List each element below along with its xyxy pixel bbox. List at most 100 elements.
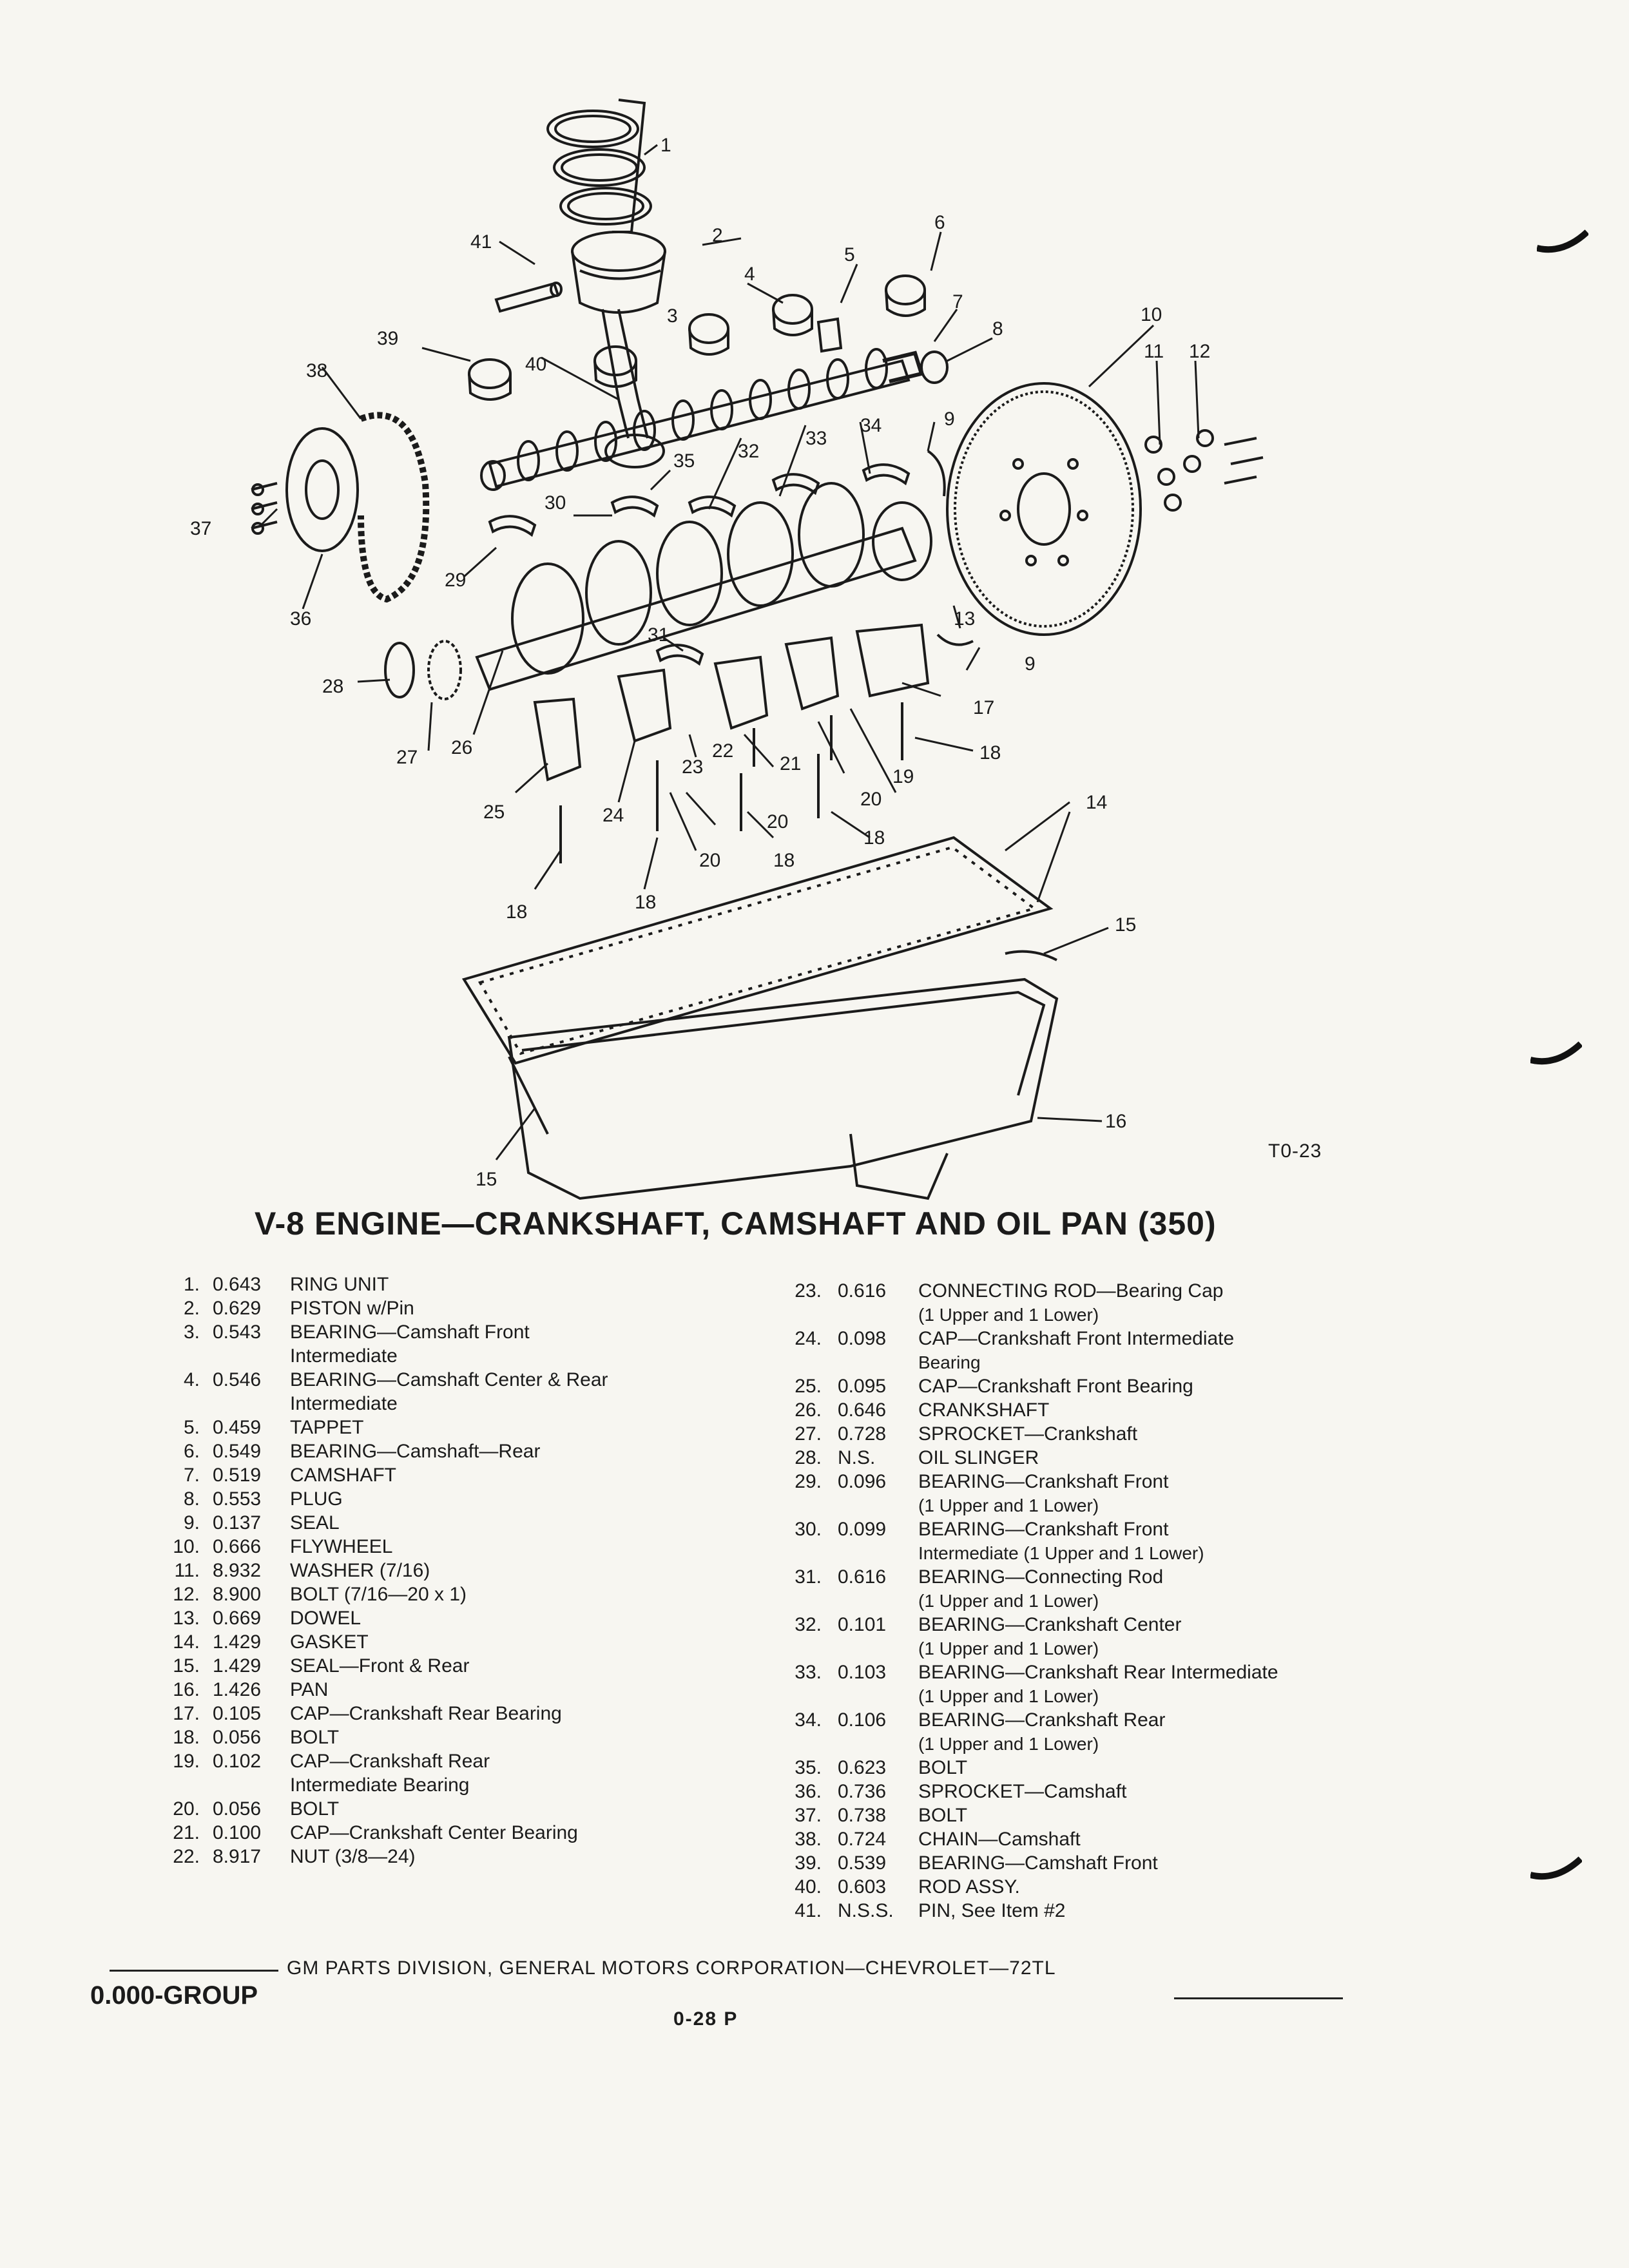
callout-10: 10	[1141, 304, 1162, 325]
part-number: 22.	[173, 1846, 200, 1867]
part-number: 1.	[183, 1274, 200, 1295]
part-number: 7.	[183, 1465, 200, 1486]
callout-16: 16	[1105, 1111, 1126, 1132]
callout-39: 39	[377, 328, 398, 349]
part-row: 15. 1.429 SEAL—Front & Rear	[148, 1654, 728, 1678]
part-description: BEARING—Crankshaft Center(1 Upper and 1 …	[918, 1613, 1408, 1660]
part-code: 0.623	[838, 1757, 887, 1778]
part-code: 0.616	[838, 1280, 887, 1302]
part-description-line: PIN, See Item #2	[918, 1900, 1066, 1921]
callout-40: 40	[525, 354, 546, 375]
page-number: 0-28 P	[673, 2008, 738, 2030]
part-description-continued: (1 Upper and 1 Lower)	[918, 1734, 1099, 1754]
part-description-line: BOLT (7/16—20 x 1)	[290, 1584, 467, 1605]
part-code: 0.736	[838, 1781, 887, 1802]
part-description: DOWEL	[290, 1606, 728, 1630]
part-description: WASHER (7/16)	[290, 1559, 728, 1582]
rear-seal-upper	[927, 450, 946, 497]
wrist-pin	[494, 282, 563, 313]
flywheel-bolts	[1144, 429, 1264, 512]
part-description: CONNECTING ROD—Bearing Cap(1 Upper and 1…	[918, 1279, 1408, 1327]
part-description-continued: Intermediate (1 Upper and 1 Lower)	[918, 1543, 1204, 1563]
part-description-line: GASKET	[290, 1631, 369, 1653]
callout-36: 36	[290, 608, 311, 629]
part-description: BEARING—Connecting Rod(1 Upper and 1 Low…	[918, 1565, 1408, 1613]
page-title: V-8 ENGINE—CRANKSHAFT, CAMSHAFT AND OIL …	[255, 1206, 1217, 1242]
camshaft-bearings	[468, 274, 949, 401]
callout-20: 20	[860, 789, 882, 810]
part-description-continued: (1 Upper and 1 Lower)	[918, 1591, 1099, 1611]
main-bearing-caps	[533, 623, 930, 782]
binder-mark-1	[1537, 229, 1588, 253]
part-code: 1.426	[213, 1679, 262, 1700]
callout-37: 37	[190, 518, 211, 539]
part-code: 0.101	[838, 1614, 887, 1635]
part-description: CAP—Crankshaft Center Bearing	[290, 1821, 728, 1845]
footer-publisher: GM PARTS DIVISION, GENERAL MOTORS CORPOR…	[287, 1957, 1056, 1979]
callout-7: 7	[952, 291, 963, 312]
part-number: 13.	[173, 1608, 200, 1629]
part-code: N.S.	[838, 1447, 876, 1468]
part-description-line: SEAL—Front & Rear	[290, 1655, 470, 1677]
callout-13: 13	[954, 608, 975, 629]
part-number: 18.	[173, 1727, 200, 1748]
part-description: NUT (3/8—24)	[290, 1845, 728, 1869]
callout-18: 18	[979, 742, 1001, 764]
part-number: 15.	[173, 1655, 200, 1677]
part-code: 0.096	[838, 1471, 887, 1492]
piston	[571, 231, 666, 314]
part-description-continued: Intermediate	[290, 1393, 398, 1414]
part-number: 19.	[173, 1751, 200, 1772]
part-code: 0.616	[838, 1566, 887, 1588]
callout-29: 29	[445, 570, 466, 591]
part-code: 0.728	[838, 1423, 887, 1445]
part-code: 0.543	[213, 1321, 262, 1343]
part-number: 8.	[183, 1488, 200, 1510]
part-code: 0.519	[213, 1465, 262, 1486]
callout-30: 30	[545, 492, 566, 514]
part-number: 31.	[795, 1566, 822, 1588]
part-description-line: ROD ASSY.	[918, 1876, 1020, 1898]
part-code: 0.643	[213, 1274, 262, 1295]
part-description: BOLT	[918, 1803, 1408, 1827]
part-description-line: BOLT	[918, 1805, 968, 1826]
part-description: BOLT (7/16—20 x 1)	[290, 1582, 728, 1606]
part-number: 4.	[183, 1369, 200, 1390]
part-code: 1.429	[213, 1655, 262, 1677]
part-description: BEARING—Camshaft—Rear	[290, 1439, 728, 1463]
part-description-line: CHAIN—Camshaft	[918, 1829, 1081, 1850]
crank-sprocket-and-slinger	[384, 640, 462, 700]
part-description-line: CAP—Crankshaft Center Bearing	[290, 1822, 578, 1843]
part-description-line: CAP—Crankshaft Front Bearing	[918, 1376, 1193, 1397]
part-description-line: BEARING—Camshaft—Rear	[290, 1441, 541, 1462]
part-description-line: BOLT	[290, 1798, 340, 1820]
part-description: SEAL	[290, 1511, 728, 1535]
part-number: 5.	[183, 1417, 200, 1438]
part-code: 0.098	[838, 1328, 887, 1349]
part-number: 24.	[795, 1328, 822, 1349]
part-description: GASKET	[290, 1630, 728, 1654]
exploded-view-diagram: 1 2 3 4 5 6 7 8 9 10 11 12 13 9 17 18 19…	[190, 99, 1264, 1200]
part-number: 26.	[795, 1399, 822, 1421]
part-code: 0.629	[213, 1298, 262, 1319]
part-description: CRANKSHAFT	[918, 1398, 1408, 1422]
part-code: 0.603	[838, 1876, 887, 1898]
callout-5: 5	[844, 244, 855, 265]
drawing-id: T0-23	[1268, 1140, 1322, 1162]
callout-3: 3	[667, 305, 678, 327]
part-description: BEARING—Crankshaft Front(1 Upper and 1 L…	[918, 1470, 1408, 1517]
part-number: 3.	[183, 1321, 200, 1343]
part-description: PLUG	[290, 1487, 728, 1511]
